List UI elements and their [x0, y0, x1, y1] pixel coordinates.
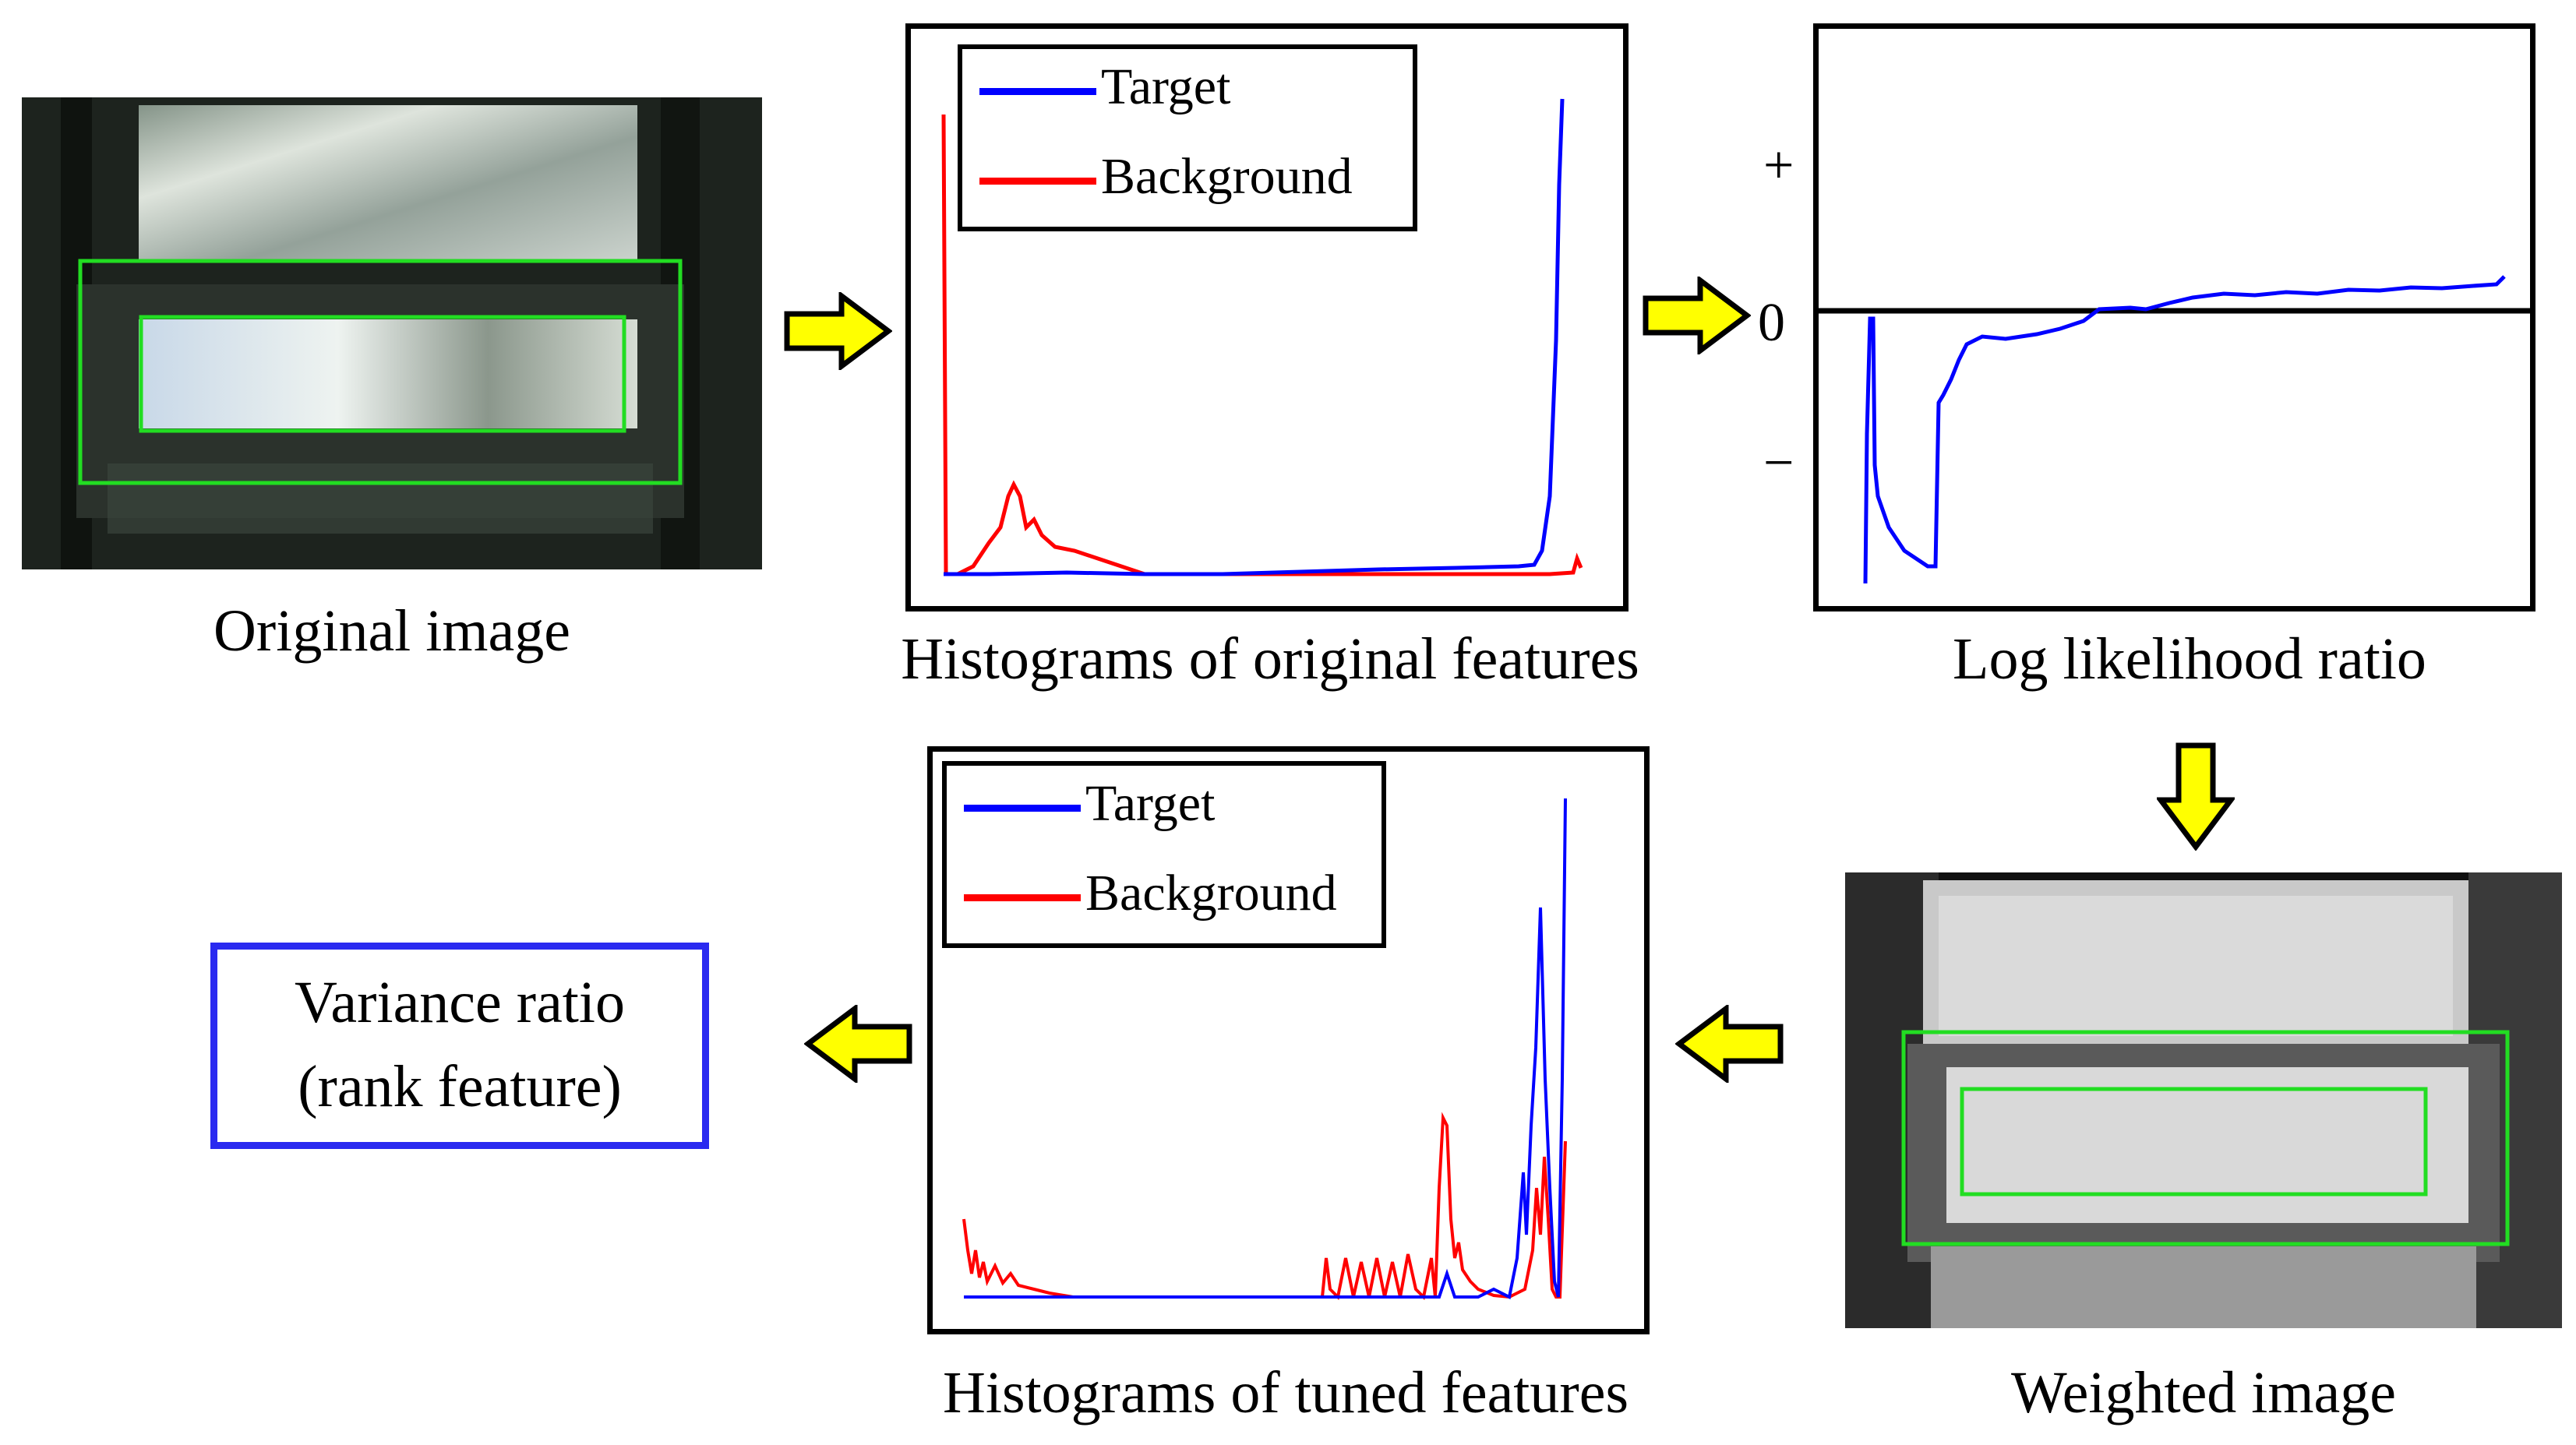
caption-weighted-image: Weighted image — [2010, 1360, 2397, 1426]
log-likelihood-panel — [1813, 23, 2535, 611]
histogram-original-plot — [941, 98, 1583, 576]
arrow-right-icon — [783, 292, 892, 370]
legend-background-swatch — [979, 178, 1096, 185]
rank-feature-label: (rank feature) — [298, 1054, 622, 1119]
legend-target-label: Target — [1101, 58, 1231, 115]
original-image — [22, 97, 762, 569]
log-likelihood-plot — [1819, 275, 2530, 584]
legend-target-swatch — [964, 805, 1081, 812]
caption-histogram-original: Histograms of original features — [901, 626, 1639, 692]
llr-tick-minus: − — [1763, 433, 1794, 493]
legend-target-label: Target — [1085, 775, 1216, 832]
legend-background-swatch — [964, 894, 1081, 901]
histogram-original-panel: Target Background — [905, 23, 1629, 611]
variance-ratio-box: Variance ratio (rank feature) — [210, 943, 709, 1149]
weighted-image — [1845, 872, 2562, 1328]
weighted-image-photo — [1845, 872, 2562, 1328]
legend-background-label: Background — [1101, 148, 1353, 205]
arrow-left-icon — [804, 1005, 913, 1083]
arrow-right-icon — [1642, 277, 1751, 354]
legend-background-label: Background — [1085, 865, 1337, 922]
llr-tick-plus: + — [1763, 136, 1794, 196]
arrow-down-icon — [2157, 742, 2235, 851]
variance-ratio-label: Variance ratio — [294, 970, 626, 1035]
llr-tick-zero: 0 — [1758, 293, 1785, 353]
caption-log-likelihood: Log likelihood ratio — [1953, 626, 2426, 692]
legend-tuned: Target Background — [942, 761, 1386, 948]
original-image-photo — [22, 97, 762, 569]
caption-histogram-tuned: Histograms of tuned features — [942, 1360, 1629, 1426]
caption-original-image: Original image — [213, 598, 570, 664]
legend-target-swatch — [979, 88, 1096, 95]
histogram-tuned-plot — [962, 798, 1567, 1301]
histogram-tuned-panel: Target Background — [927, 746, 1650, 1334]
arrow-left-icon — [1675, 1005, 1784, 1083]
legend-original: Target Background — [958, 44, 1417, 231]
